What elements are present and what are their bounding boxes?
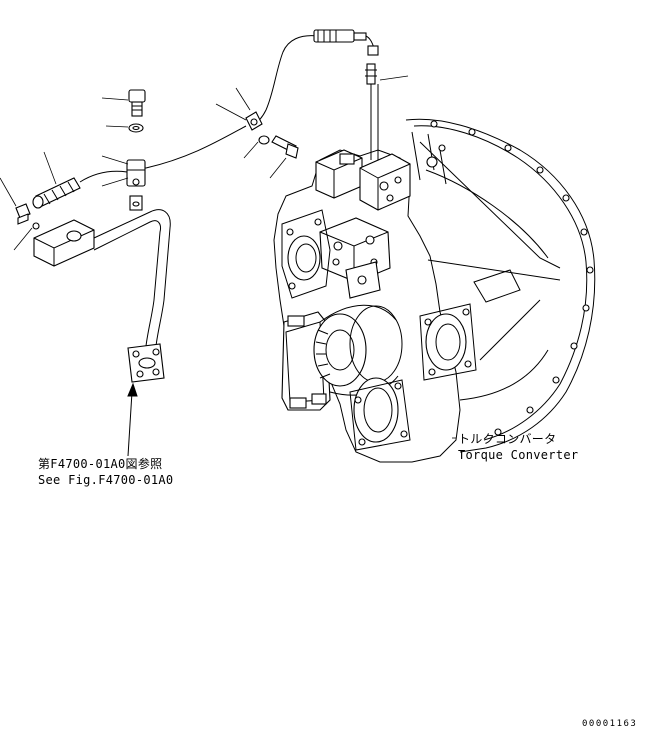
reference-label-en: See Fig.F4700-01A0 — [38, 473, 174, 487]
connector-nut — [367, 45, 379, 56]
breather-hose — [32, 151, 128, 209]
connector-cap — [353, 32, 367, 41]
bolt-washer-tee-assembly — [101, 89, 146, 187]
sensor-harness — [145, 29, 379, 169]
connector-body — [313, 29, 355, 43]
pipe-assembly — [33, 195, 171, 457]
torque-converter-housing — [273, 118, 596, 463]
speed-sensor — [365, 63, 409, 160]
elbow-fitting — [0, 177, 40, 251]
sensor-body — [366, 63, 376, 85]
torque-converter-label-jp: トルクコンバータ — [458, 432, 557, 446]
washer-and-bolt-middle — [243, 135, 299, 179]
torque-converter-label-en: Torque Converter — [458, 448, 579, 462]
cable-clamp — [215, 87, 263, 131]
drawing-number: 00001163 — [582, 719, 638, 729]
reference-label-jp: 第F4700-01A0図参照 — [38, 457, 163, 471]
